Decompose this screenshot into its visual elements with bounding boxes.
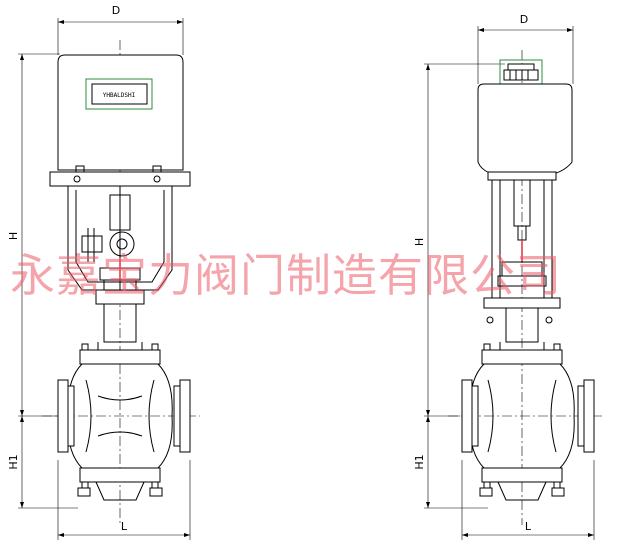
front-bottom-height-label: H1 <box>7 454 20 469</box>
front-width-label: D <box>112 4 120 17</box>
nameplate <box>91 83 148 105</box>
nameplate-highlight <box>85 78 153 110</box>
nameplate-text: YHBALDSHI <box>103 92 136 99</box>
side-height-label: H <box>413 238 426 246</box>
front-left-flange <box>57 379 69 453</box>
front-length-label: L <box>121 520 128 533</box>
front-height-label: H <box>7 232 20 240</box>
side-bottom-height-label: H1 <box>413 454 426 469</box>
handwheel-knob <box>507 63 535 71</box>
side-right-flange <box>583 379 595 453</box>
watermark-company-name: 永嘉宝力阀门制造有限公司 <box>10 249 563 302</box>
side-view: D H H1 L <box>413 13 604 540</box>
side-actuator-housing <box>477 83 573 179</box>
side-length-label: L <box>525 520 532 533</box>
front-right-flange <box>179 379 191 453</box>
front-actuator-housing <box>57 54 184 171</box>
side-width-label: D <box>520 13 528 26</box>
side-left-flange <box>461 379 473 453</box>
front-view: D H H1 L YHBALDSHI <box>7 4 200 540</box>
front-upper-flange <box>79 349 161 365</box>
